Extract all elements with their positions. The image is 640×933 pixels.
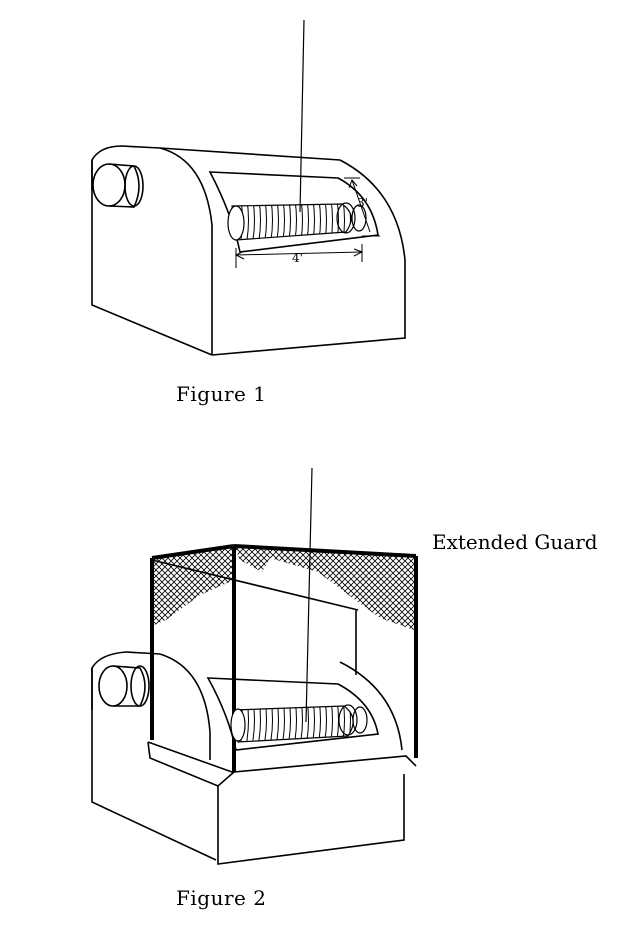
- hoist-cable: [300, 20, 304, 212]
- height-dimension-label: 3': [357, 196, 368, 210]
- dimension-lines: [236, 178, 380, 268]
- figure-2-caption: Figure 2: [176, 886, 267, 910]
- guard-mesh: [152, 546, 414, 630]
- hoist-cable: [306, 468, 312, 722]
- winch-with-guard-drawing-figure-2: [0, 420, 640, 933]
- winch-housing: [92, 652, 416, 864]
- extended-guard-label: Extended Guard: [432, 530, 598, 554]
- width-dimension-label: 4': [292, 251, 303, 265]
- motor-knob: [93, 164, 143, 207]
- winch-drawing-figure-1: 3' 4': [0, 0, 640, 420]
- figure-1-caption: Figure 1: [176, 382, 267, 406]
- cable-drum: [231, 705, 367, 742]
- figure-2: Extended Guard Figure 2: [0, 420, 640, 933]
- motor-knob: [99, 666, 149, 706]
- cable-drum: [228, 203, 366, 240]
- winch-housing: [92, 146, 405, 355]
- figure-1: 3' 4' Figure 1: [0, 0, 640, 420]
